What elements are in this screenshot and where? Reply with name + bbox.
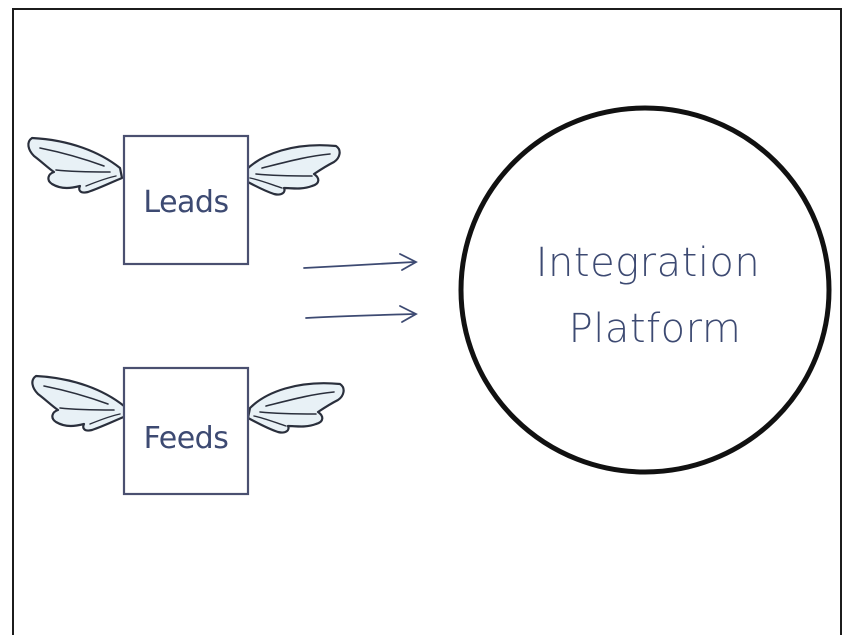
arrow-upper	[303, 253, 418, 271]
diagram-frame	[12, 8, 842, 635]
leads-right-wing-icon	[242, 144, 341, 196]
feeds-right-wing-icon	[246, 382, 345, 434]
leads-label: Leads	[143, 185, 228, 220]
integration-platform-circle	[458, 105, 832, 475]
arrow-lower	[305, 305, 418, 323]
integration-platform-label-line1: Integration	[536, 240, 761, 286]
leads-left-wing-icon	[27, 136, 124, 194]
leads-box	[122, 134, 250, 266]
feeds-box	[122, 366, 250, 496]
integration-platform-label-line2: Platform	[569, 306, 742, 352]
feeds-label: Feeds	[144, 421, 229, 456]
feeds-left-wing-icon	[31, 374, 128, 432]
